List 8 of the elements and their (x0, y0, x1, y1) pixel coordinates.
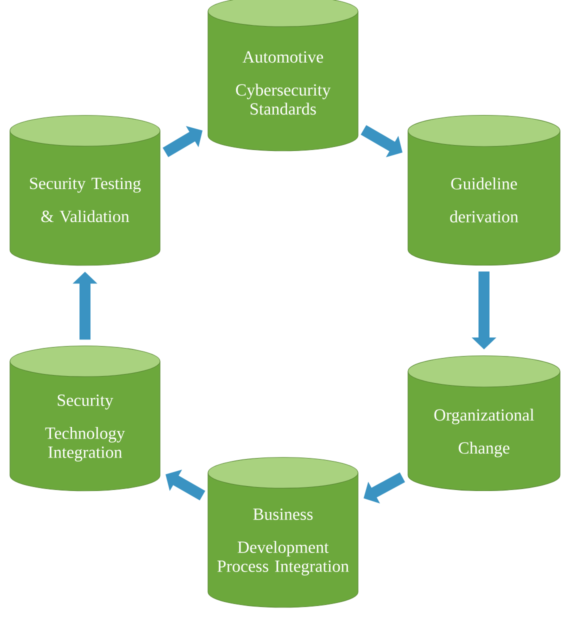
cylinder-box: Security Testing & Validation (10, 115, 160, 266)
cylinder-box: Guideline derivation (408, 114, 560, 266)
cylinder-box: Automotive Cybersecurity Standards (208, 0, 358, 152)
block-arrow (162, 126, 202, 158)
block-arrow (364, 472, 406, 504)
cylinder-box: Security Technology Integration (10, 346, 160, 492)
cylinder-box: Business Development Process Integration (208, 457, 358, 608)
cylinder-box: Organizational Change (408, 355, 560, 492)
